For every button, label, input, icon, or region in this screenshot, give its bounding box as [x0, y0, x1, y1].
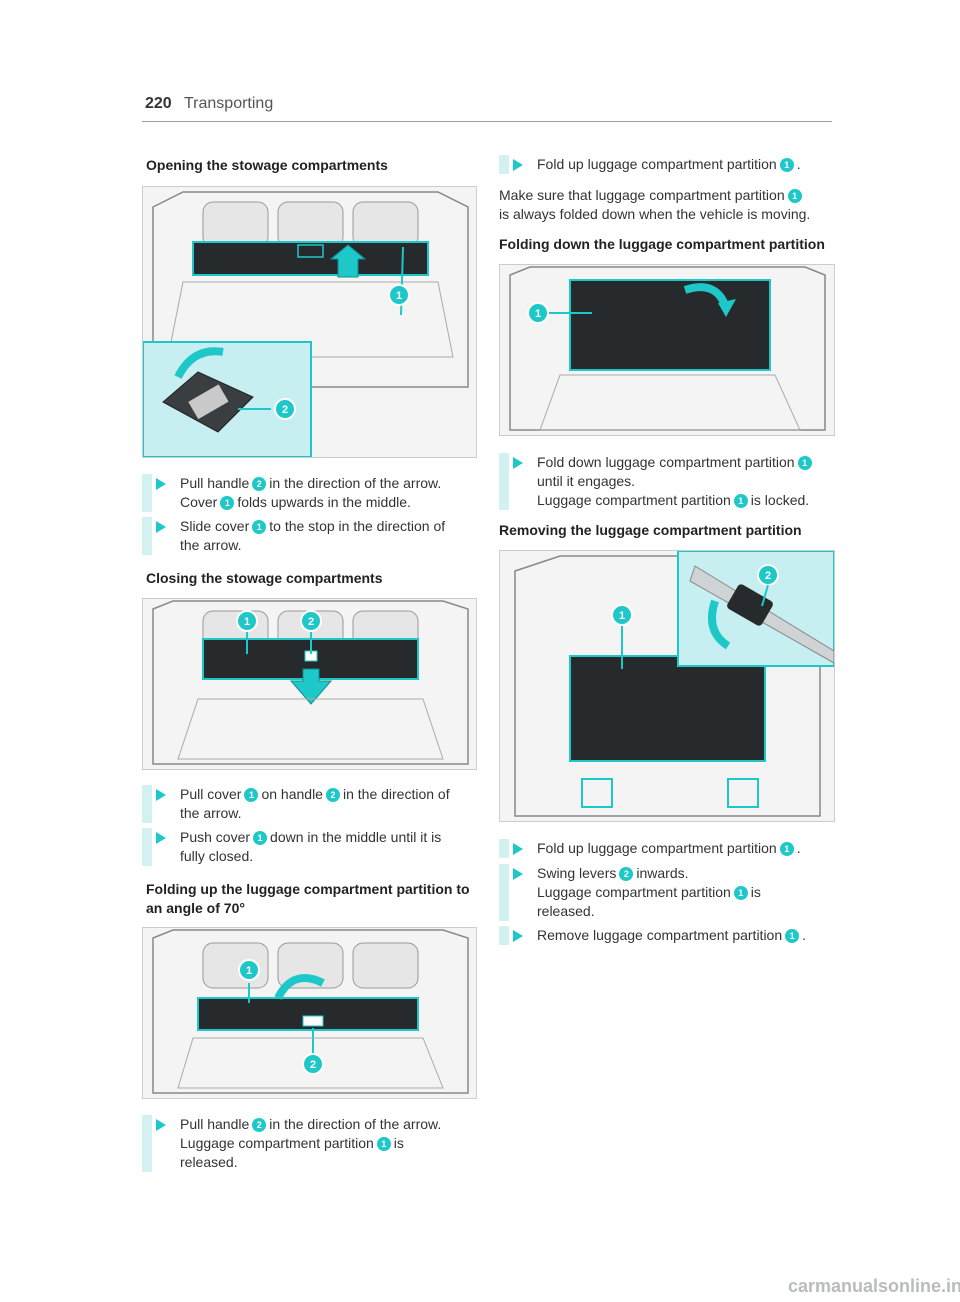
- figure-label-2: 2: [282, 404, 288, 416]
- callout-badge: 1: [785, 929, 800, 943]
- heading-closing-stowage: Closing the stowage compartments: [146, 570, 383, 586]
- page-header: 220 Transporting: [142, 95, 832, 122]
- heading-fold-70: Folding up the luggage compartment parti…: [146, 881, 470, 916]
- callout-badge: 1: [797, 456, 812, 470]
- illustration-open-stowage: 1 2: [143, 187, 476, 457]
- callout-badge: 1: [244, 788, 259, 802]
- note-paragraph: Make sure that luggage compartment parti…: [499, 187, 811, 222]
- heading-opening-stowage: Opening the stowage compartments: [146, 157, 388, 173]
- callout-badge: 2: [619, 867, 634, 881]
- step-bullet-icon: [513, 930, 523, 942]
- figure-label-1: 1: [396, 290, 402, 302]
- figure-label-1: 1: [244, 616, 250, 628]
- step-bullet-icon: [156, 832, 166, 844]
- footer-watermark: carmanualsonline.info: [788, 1276, 960, 1296]
- callout-badge: 2: [252, 477, 267, 491]
- callout-badge: 1: [220, 496, 235, 510]
- figure-label-1: 1: [619, 610, 625, 622]
- figure-remove: 1 2: [499, 550, 835, 822]
- figure-opening-stowage: 1 2: [142, 186, 477, 458]
- page-number: 220: [145, 95, 172, 112]
- callout-badge: 1: [376, 1137, 391, 1151]
- step-bullet-icon: [513, 159, 523, 171]
- chapter-title: Transporting: [184, 95, 274, 112]
- callout-badge: 1: [253, 831, 268, 845]
- step-bullet-icon: [513, 457, 523, 469]
- figure-label-1: 1: [246, 965, 252, 977]
- step-bullet-icon: [156, 478, 166, 490]
- callout-badge: 1: [733, 494, 748, 508]
- step-bullet-icon: [513, 843, 523, 855]
- step-bullet-icon: [513, 868, 523, 880]
- illustration-close-stowage: 1 2: [143, 599, 476, 769]
- heading-remove: Removing the luggage compartment partiti…: [499, 522, 802, 538]
- illustration-fold-70: 1 2: [143, 928, 476, 1098]
- figure-fold-70: 1 2: [142, 927, 477, 1099]
- step-bullet-icon: [156, 1119, 166, 1131]
- figure-fold-down: 1: [499, 264, 835, 436]
- figure-closing-stowage: 1 2: [142, 598, 477, 770]
- figure-label-2: 2: [765, 570, 771, 582]
- callout-badge: 1: [252, 520, 267, 534]
- callout-badge: 1: [733, 886, 748, 900]
- figure-label-2: 2: [308, 616, 314, 628]
- callout-badge: 2: [325, 788, 340, 802]
- heading-fold-down: Folding down the luggage compartment par…: [499, 236, 825, 252]
- figure-label-2: 2: [310, 1059, 316, 1071]
- illustration-remove: 1 2: [500, 551, 834, 821]
- callout-badge: 1: [779, 158, 794, 172]
- illustration-fold-down: 1: [500, 265, 834, 435]
- callout-badge: 2: [252, 1118, 267, 1132]
- figure-label-1: 1: [535, 308, 541, 320]
- step-bullet-icon: [156, 789, 166, 801]
- callout-badge: 1: [787, 189, 802, 203]
- callout-badge: 1: [779, 842, 794, 856]
- step-bullet-icon: [156, 521, 166, 533]
